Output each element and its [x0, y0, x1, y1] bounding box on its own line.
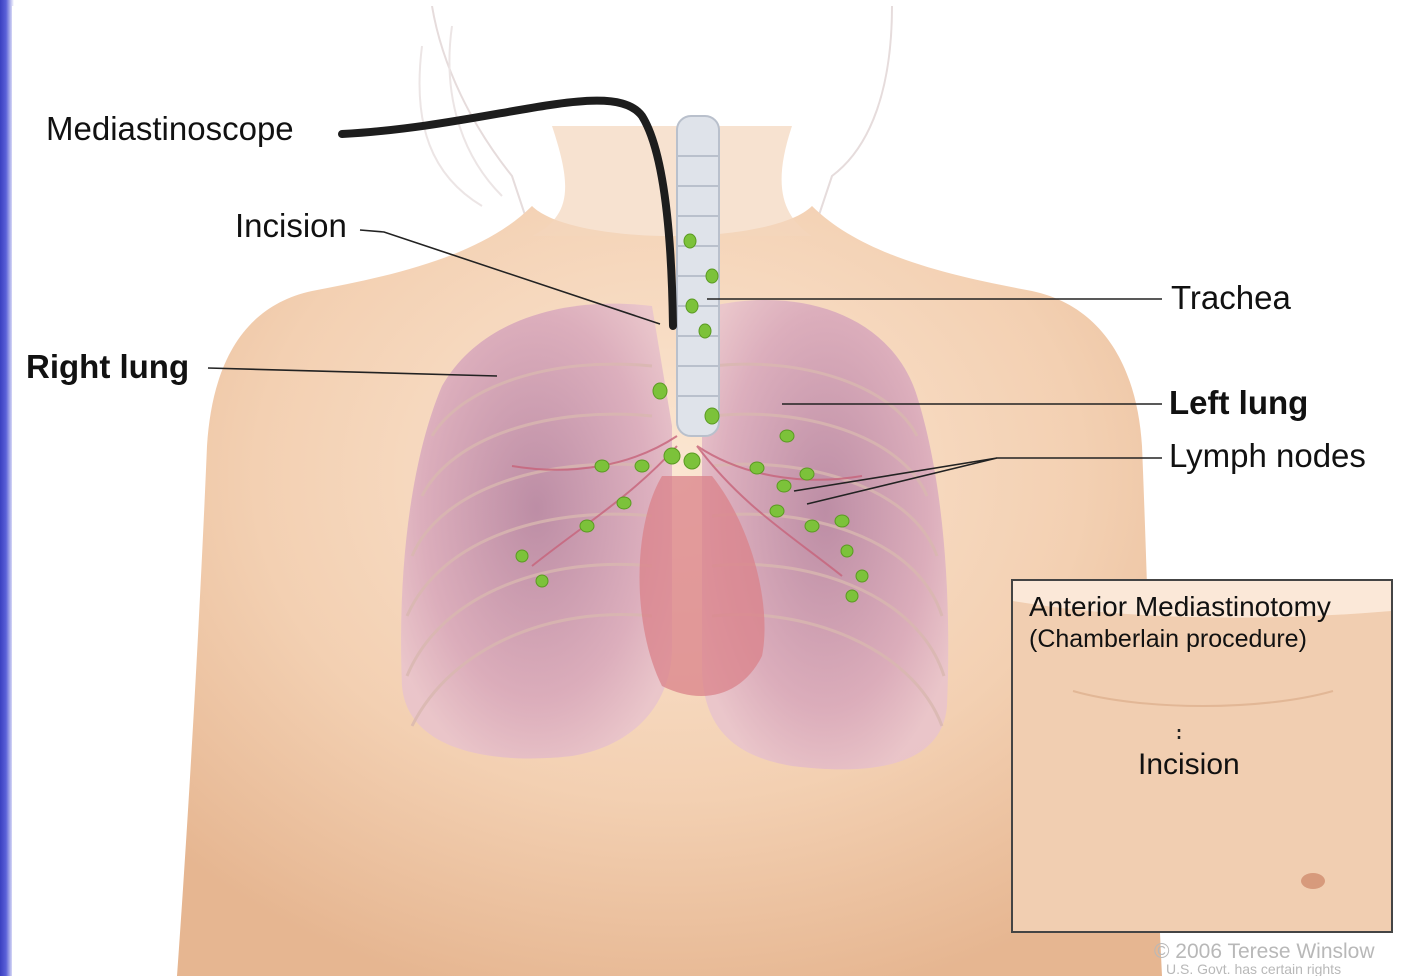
inset-incision-label: Incision: [1138, 748, 1240, 782]
illustration-canvas: Mediastinoscope Incision Trachea Right l…: [12, 6, 1419, 976]
inset-subtitle: (Chamberlain procedure): [1029, 625, 1307, 654]
trachea-label: Trachea: [1171, 281, 1291, 314]
inset-title: Anterior Mediastinotomy: [1029, 591, 1331, 623]
lymph-nodes-label: Lymph nodes: [1169, 439, 1366, 472]
rights-line: U.S. Govt. has certain rights: [1166, 961, 1341, 976]
right-lung-label: Right lung: [26, 350, 189, 383]
inset-panel: Anterior Mediastinotomy (Chamberlain pro…: [1011, 579, 1393, 933]
left-lung-label: Left lung: [1169, 386, 1308, 419]
neck-skin: [532, 126, 812, 236]
mediastinoscope-label: Mediastinoscope: [46, 112, 294, 145]
incision-label: Incision: [235, 209, 347, 242]
